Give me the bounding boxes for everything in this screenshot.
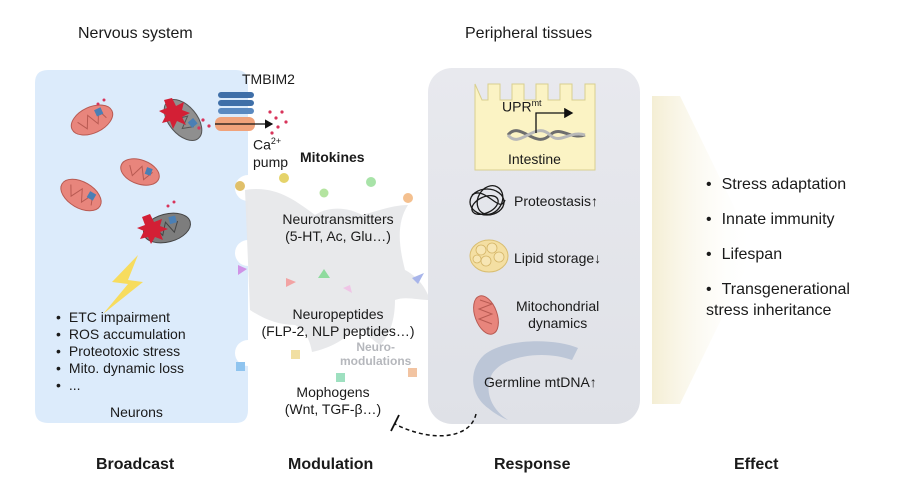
stress-bullet-item: Mito. dynamic loss — [56, 360, 186, 377]
germline-gonad-icon — [473, 341, 578, 420]
lipid-storage-text: Lipid storage — [514, 250, 595, 266]
pump-word: pump — [253, 153, 289, 170]
tmbim2-channel-icon — [215, 92, 255, 131]
ca-symbol: Ca — [253, 136, 271, 153]
ca-charge: 2+ — [270, 136, 282, 146]
mitokines-label: Mitokines — [300, 149, 365, 165]
germline-mtdna-label: Germline mtDNA↑ — [484, 374, 597, 390]
upr-superscript: mt — [531, 98, 542, 108]
ros-burst-icon — [137, 214, 168, 244]
decrease-arrow-icon: ↓ — [594, 250, 602, 266]
footer-response: Response — [494, 456, 571, 473]
germline-text: Germline mtDNA — [484, 374, 590, 390]
mitochondrial-line1: Mitochondrial — [516, 298, 600, 314]
footer-broadcast: Broadcast — [96, 456, 175, 473]
neuromodulations-line1: Neuro- — [356, 340, 395, 354]
mitochondrion-healthy-icon — [120, 158, 160, 186]
header-nervous-system: Nervous system — [78, 25, 193, 42]
calcium-ion-dots — [197, 110, 288, 135]
intestine-label: Intestine — [508, 151, 561, 167]
mitochondrial-dynamics-label: Mitochondrial dynamics — [516, 298, 599, 332]
proteostasis-text: Proteostasis — [514, 193, 592, 209]
neuromodulations-line2: modulations — [340, 354, 412, 368]
increase-arrow-icon: ↑ — [589, 374, 597, 390]
effect-item: Transgenerational stress inheritance — [706, 279, 866, 321]
mitochondrion-healthy-icon — [70, 104, 114, 136]
stress-bullets: ETC impairmentROS accumulationProteotoxi… — [56, 309, 186, 394]
tmbim2-label: TMBIM2 — [242, 71, 295, 87]
neuromodulations-label: Neuro- modulations — [340, 340, 411, 368]
mophogens-examples: (Wnt, TGF-β…) — [284, 401, 382, 417]
transcription-arrow — [535, 107, 574, 133]
stress-bullet-item: ETC impairment — [56, 309, 186, 326]
neuropeptides-label: Neuropeptides (FLP-2, NLP peptides…) — [238, 306, 438, 340]
mophogens-title: Mophogens — [296, 384, 370, 400]
dna-icon — [506, 129, 586, 141]
neurotransmitters-examples: (5-HT, Ac, Glu…) — [285, 228, 391, 244]
neurons-caption: Neurons — [110, 404, 163, 420]
upr-text: UPR — [502, 98, 532, 115]
neurotransmitters-label: Neurotransmitters (5-HT, Ac, Glu…) — [258, 211, 418, 245]
lipid-droplets-icon — [469, 239, 509, 273]
effect-fan — [652, 96, 755, 404]
neuropeptides-examples: (FLP-2, NLP peptides…) — [261, 323, 415, 339]
increase-arrow-icon: ↑ — [591, 193, 599, 209]
proteostasis-label: Proteostasis↑ — [514, 193, 598, 209]
stress-bullet-item: ROS accumulation — [56, 326, 186, 343]
mophogens-label: Mophogens (Wnt, TGF-β…) — [268, 384, 398, 418]
neurotransmitters-title: Neurotransmitters — [282, 211, 394, 227]
effect-item: Lifespan — [706, 244, 866, 266]
feedback-inhibition-arrow — [394, 413, 477, 437]
footer-effect: Effect — [734, 456, 779, 473]
stress-bullet-item: ... — [56, 377, 186, 394]
effects-list: Stress adaptationInnate immunityLifespan… — [706, 174, 866, 321]
mitochondrion-healthy-icon — [60, 178, 102, 212]
header-peripheral-tissues: Peripheral tissues — [465, 25, 593, 42]
footer-modulation: Modulation — [288, 456, 374, 473]
effect-item: Stress adaptation — [706, 174, 866, 196]
neuropeptides-title: Neuropeptides — [292, 306, 384, 322]
protein-aggregate-icon — [469, 185, 506, 216]
lipid-storage-label: Lipid storage↓ — [514, 250, 601, 266]
tissue-mitochondrion-icon — [473, 295, 499, 335]
effects-list-container: Stress adaptationInnate immunityLifespan… — [706, 174, 866, 334]
mitokine-signal-markers — [235, 173, 424, 382]
effect-item: Innate immunity — [706, 209, 866, 231]
uprmt-label: UPRmt — [502, 98, 542, 115]
lightning-stress-icon — [103, 255, 143, 314]
stress-bullet-item: Proteotoxic stress — [56, 343, 186, 360]
ca-pump-label: Ca2+ pump — [253, 133, 288, 171]
ros-burst-icon — [159, 98, 190, 129]
intestine-cell — [474, 83, 596, 171]
neuron-cell-body — [245, 189, 430, 352]
neuron-stress-list: ETC impairmentROS accumulationProteotoxi… — [56, 309, 186, 394]
mitochondrial-line2: dynamics — [528, 315, 588, 331]
